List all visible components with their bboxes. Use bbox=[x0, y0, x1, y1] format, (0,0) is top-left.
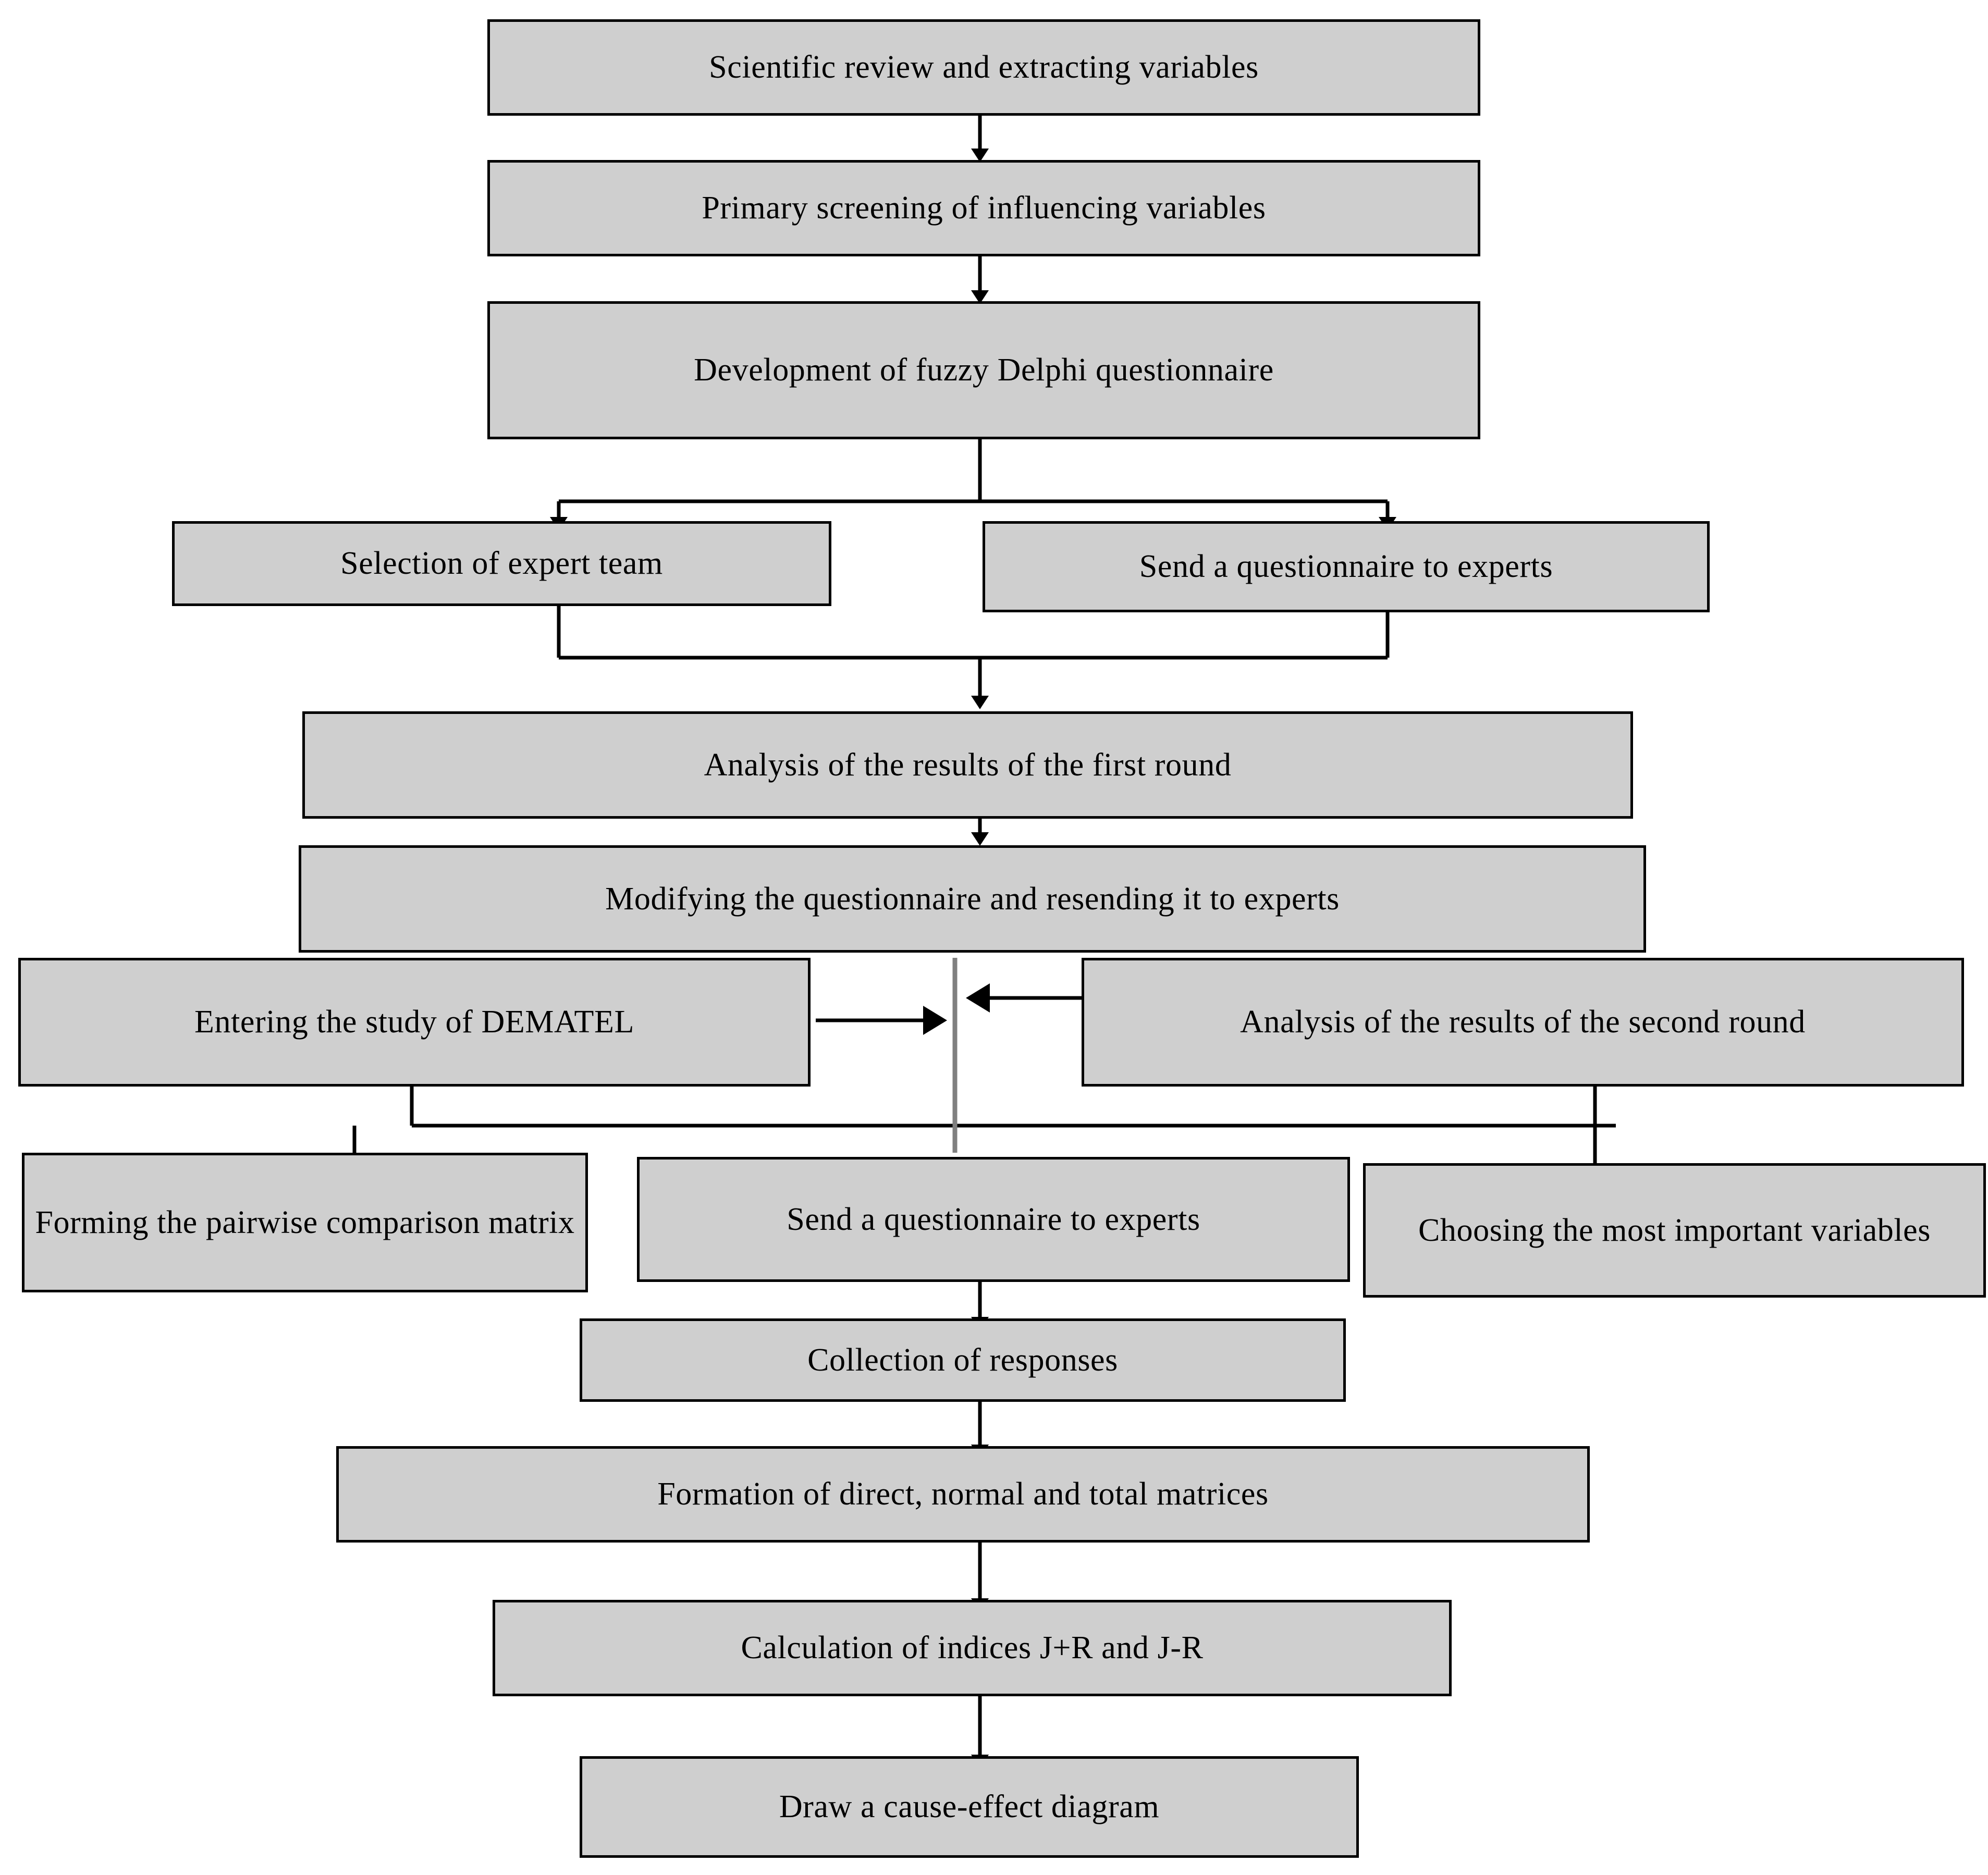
node-label: Entering the study of DEMATEL bbox=[194, 1004, 634, 1040]
node-selection-expert-team[interactable]: Selection of expert team bbox=[172, 521, 831, 606]
node-choosing-important-variables[interactable]: Choosing the most important variables bbox=[1363, 1163, 1986, 1298]
node-label: Forming the pairwise comparison matrix bbox=[35, 1204, 575, 1240]
node-label: Send a questionnaire to experts bbox=[1139, 549, 1553, 585]
node-label: Choosing the most important variables bbox=[1418, 1212, 1931, 1248]
node-send-questionnaire-1[interactable]: Send a questionnaire to experts bbox=[983, 521, 1710, 612]
node-label: Draw a cause-effect diagram bbox=[779, 1789, 1160, 1825]
node-entering-dematel[interactable]: Entering the study of DEMATEL bbox=[18, 958, 811, 1087]
node-label: Analysis of the results of the second ro… bbox=[1240, 1004, 1806, 1040]
node-collection-responses[interactable]: Collection of responses bbox=[580, 1318, 1346, 1402]
node-label: Primary screening of influencing variabl… bbox=[702, 190, 1266, 226]
node-label: Formation of direct, normal and total ma… bbox=[657, 1476, 1269, 1512]
node-scientific-review[interactable]: Scientific review and extracting variabl… bbox=[487, 19, 1480, 116]
node-label: Send a questionnaire to experts bbox=[787, 1201, 1200, 1237]
node-fuzzy-delphi-questionnaire[interactable]: Development of fuzzy Delphi questionnair… bbox=[487, 301, 1480, 439]
node-pairwise-comparison-matrix[interactable]: Forming the pairwise comparison matrix bbox=[22, 1153, 588, 1292]
node-draw-cause-effect-diagram[interactable]: Draw a cause-effect diagram bbox=[580, 1756, 1359, 1858]
node-label: Modifying the questionnaire and resendin… bbox=[605, 881, 1340, 917]
node-label: Collection of responses bbox=[807, 1342, 1118, 1378]
node-send-questionnaire-2[interactable]: Send a questionnaire to experts bbox=[637, 1157, 1350, 1282]
node-formation-matrices[interactable]: Formation of direct, normal and total ma… bbox=[336, 1446, 1590, 1543]
node-modifying-questionnaire[interactable]: Modifying the questionnaire and resendin… bbox=[299, 845, 1646, 953]
node-primary-screening[interactable]: Primary screening of influencing variabl… bbox=[487, 160, 1480, 256]
node-label: Selection of expert team bbox=[340, 546, 663, 582]
node-calculation-indices[interactable]: Calculation of indices J+R and J-R bbox=[493, 1600, 1452, 1696]
node-analysis-second-round[interactable]: Analysis of the results of the second ro… bbox=[1082, 958, 1964, 1087]
node-analysis-first-round[interactable]: Analysis of the results of the first rou… bbox=[302, 711, 1633, 819]
node-label: Development of fuzzy Delphi questionnair… bbox=[694, 352, 1274, 388]
node-label: Calculation of indices J+R and J-R bbox=[741, 1630, 1204, 1666]
node-label: Analysis of the results of the first rou… bbox=[704, 747, 1232, 783]
node-label: Scientific review and extracting variabl… bbox=[709, 50, 1259, 85]
